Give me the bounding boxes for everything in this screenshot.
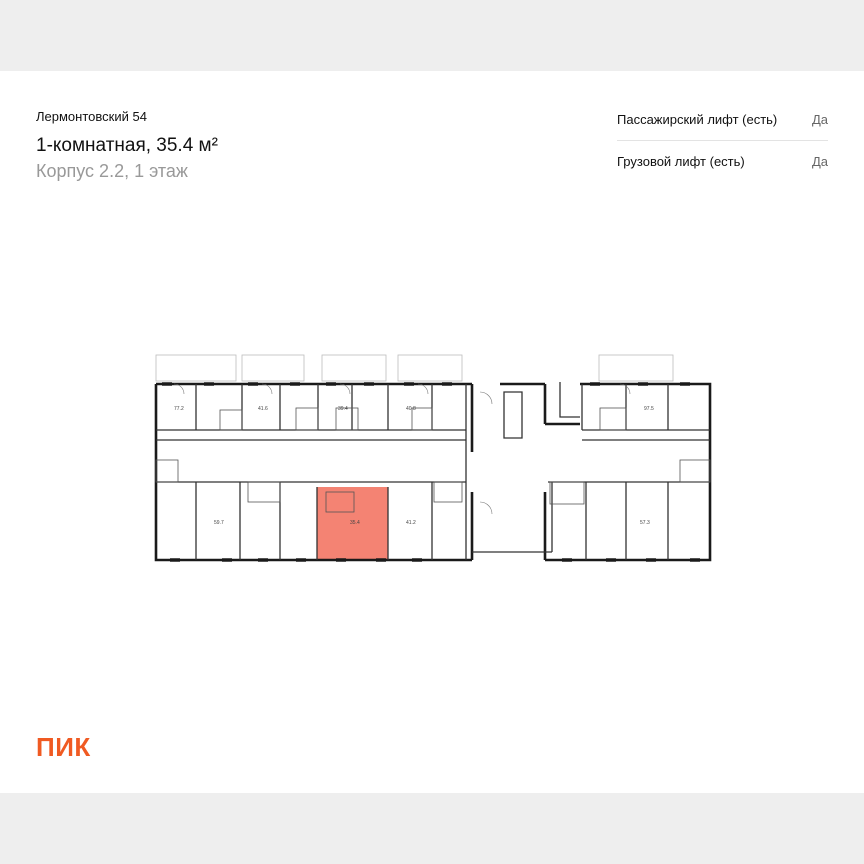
room-area-labels: 77.2 41.6 39.4 40.8 97.5 59.7 35.4 41.2 … [174,406,654,526]
interior-walls [156,382,710,560]
property-row-passenger-lift: Пассажирский лифт (есть) Да [617,99,828,140]
windows [162,382,700,562]
property-value: Да [811,153,828,169]
apartment-subtitle: Корпус 2.2, 1 этаж [36,161,188,181]
balconies [155,354,674,382]
doors [173,383,631,515]
complex-name: Лермонтовский 54 [36,109,147,124]
room-area-label: 97.5 [644,406,654,412]
bathrooms [155,407,711,513]
property-row-freight-lift: Грузовой лифт (есть) Да [617,140,828,181]
room-area-label: 39.4 [338,406,348,412]
apartment-title: 1-комнатная, 35.4 м² [36,135,218,156]
room-area-label: 57.3 [640,520,650,526]
room-area-label: 59.7 [214,520,224,526]
plan-card: Лермонтовский 54 1-комнатная, 35.4 м² Ко… [0,71,864,793]
room-area-label: 40.8 [406,406,416,412]
property-value: Да [811,112,828,127]
property-label: Грузовой лифт (есть) [617,153,745,169]
selected-apartment-highlight[interactable] [317,487,388,561]
room-area-label: 41.6 [258,406,268,412]
room-area-label: 41.2 [406,520,416,526]
property-label: Пассажирский лифт (есть) [617,112,778,127]
room-area-label: 35.4 [350,520,360,526]
pik-logo[interactable]: ПИК [36,732,91,762]
properties-list: Пассажирский лифт (есть) Да Грузовой лиф… [617,99,828,181]
room-area-label: 77.2 [174,406,184,412]
floor-plan: 77.2 41.6 39.4 40.8 97.5 59.7 35.4 41.2 … [154,354,712,562]
